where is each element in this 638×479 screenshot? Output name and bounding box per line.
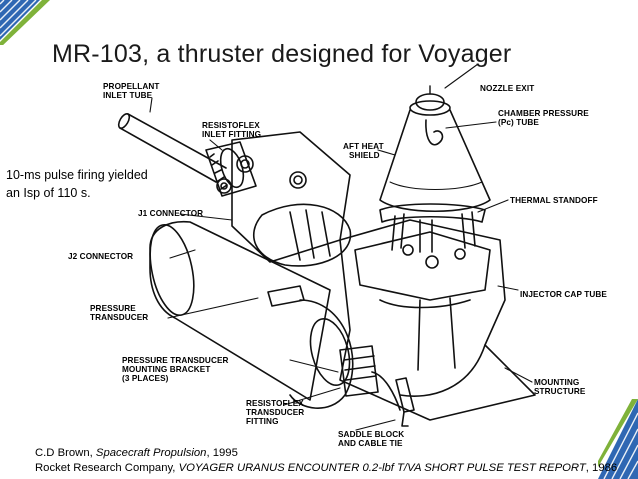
valve-block (216, 131, 352, 267)
thermal-standoff (379, 203, 486, 253)
mounting-structure (339, 219, 536, 421)
label-j2-connector: J2 CONNECTOR (68, 252, 134, 261)
corner-decoration-bottom-right (598, 399, 638, 479)
corner-green-stripe-br (598, 399, 638, 467)
corner-green-stripe (0, 0, 50, 45)
corner-blue-triangle-br (598, 399, 638, 479)
aft-heat-shield (379, 85, 491, 212)
credits: C.D Brown, Spacecraft Propulsion, 1995 R… (35, 446, 617, 475)
label-chamber-pressure-tube: CHAMBER PRESSURE(Pc) TUBE (498, 109, 589, 127)
slide-title: MR-103, a thruster designed for Voyager (52, 40, 512, 68)
credit-line-1: C.D Brown, Spacecraft Propulsion, 1995 (35, 447, 238, 459)
leader-lines (149, 63, 533, 431)
label-nozzle-exit: NOZZLE EXIT (480, 84, 535, 93)
credit-line-2: Rocket Research Company, VOYAGER URANUS … (35, 461, 618, 474)
corner-decoration-top-left (0, 0, 50, 45)
label-j1-connector: J1 CONNECTOR (138, 209, 204, 218)
label-injector-cap-tube: INJECTOR CAP TUBE (520, 290, 607, 299)
label-thermal-standoff: THERMAL STANDOFF (510, 196, 598, 205)
transducer-fitting (339, 345, 415, 427)
isp-note: 10-ms pulse firing yielded an Isp of 110… (6, 168, 148, 200)
